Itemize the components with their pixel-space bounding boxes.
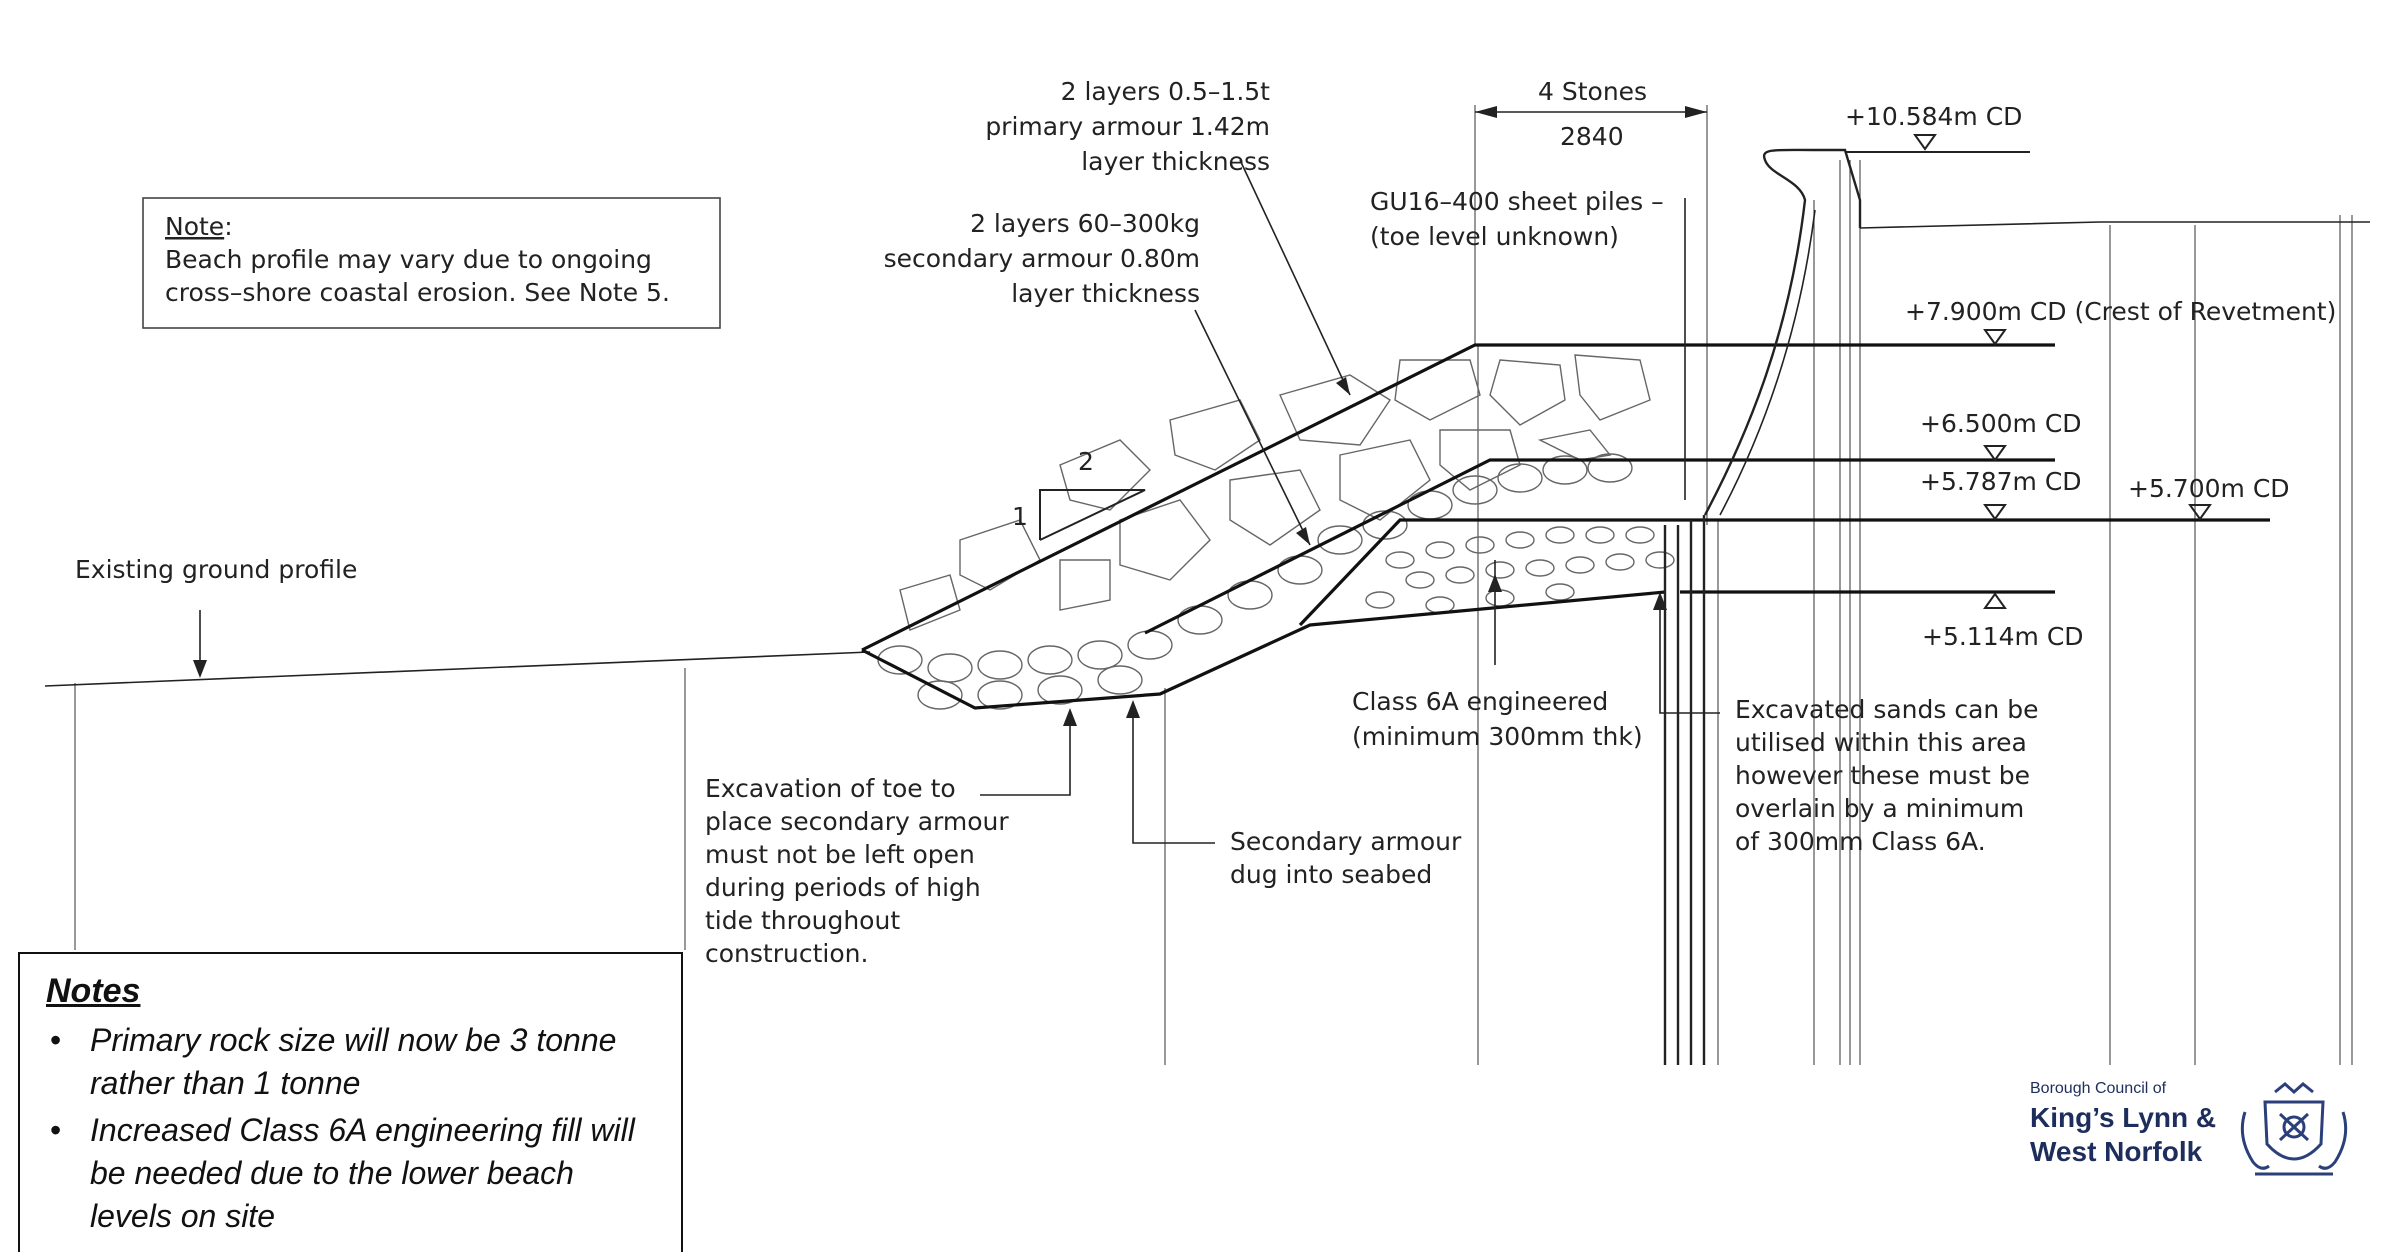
primary-armour-label-3: layer thickness xyxy=(1081,147,1270,176)
sea-wall-inner xyxy=(1719,209,1816,516)
sea-wall-parapet xyxy=(1703,148,1862,516)
secondary-armour-top xyxy=(1144,458,2055,635)
coat-of-arms-icon xyxy=(2240,1082,2348,1176)
toe-note-line: place secondary armour xyxy=(705,807,1009,836)
beach-profile-note: Note: Beach profile may vary due to ongo… xyxy=(142,197,721,329)
level-label-5114: +5.114m CD xyxy=(1922,622,2084,651)
stones-width-label: 2840 xyxy=(1560,122,1624,151)
notes-panel: Notes Primary rock size will now be 3 to… xyxy=(18,952,683,1252)
slope-indicator: 2 1 xyxy=(1012,447,1146,541)
toe-excavation-note: Excavation of toe to place secondary arm… xyxy=(705,774,1009,968)
level-label-5700: +5.700m CD xyxy=(2128,474,2290,503)
sands-note-line: Excavated sands can be xyxy=(1735,695,2038,724)
notes-item: Primary rock size will now be 3 tonne ra… xyxy=(46,1019,659,1105)
toe-note-line: tide throughout xyxy=(705,906,900,935)
class6a-label-1: Class 6A engineered xyxy=(1352,687,1608,716)
toe-note-line: must not be left open xyxy=(705,840,975,869)
level-markers xyxy=(1913,134,2212,609)
slope-run-label: 2 xyxy=(1078,447,1094,476)
sands-note-line: utilised within this area xyxy=(1735,728,2027,757)
beach-note-title: Note xyxy=(165,212,224,241)
beach-note-line-2: cross–shore coastal erosion. See Note 5. xyxy=(165,278,670,307)
existing-ground-line xyxy=(44,651,871,687)
notes-list: Primary rock size will now be 3 tonne ra… xyxy=(46,1019,659,1238)
logo-line-1: King’s Lynn & xyxy=(2030,1102,2217,1133)
notes-item: Increased Class 6A engineering fill will… xyxy=(46,1109,659,1238)
class6a-label-2: (minimum 300mm thk) xyxy=(1352,722,1643,751)
beach-note-line-1: Beach profile may vary due to ongoing xyxy=(165,245,652,274)
secondary-armour-label-1: 2 layers 60–300kg xyxy=(970,209,1200,238)
beach-note-title-suffix: : xyxy=(224,212,232,241)
leader-lines xyxy=(199,159,1720,844)
sheet-piles-label-1: GU16–400 sheet piles – xyxy=(1370,187,1664,216)
notes-title: Notes xyxy=(46,972,141,1010)
sands-note-line: however these must be xyxy=(1735,761,2030,790)
excavated-sands-note: Excavated sands can be utilised within t… xyxy=(1735,695,2038,856)
sheet-piles xyxy=(1663,515,1706,1065)
dug-note-line: Secondary armour xyxy=(1230,827,1462,856)
secondary-armour-label-3: layer thickness xyxy=(1011,279,1200,308)
svg-text:Note:: Note: xyxy=(165,212,233,241)
slope-rise-label: 1 xyxy=(1012,502,1028,531)
toe-note-line: during periods of high xyxy=(705,873,981,902)
toe-note-line: construction. xyxy=(705,939,868,968)
stones-dimension: 4 Stones 2840 xyxy=(1475,77,1707,151)
primary-armour-outline xyxy=(861,343,2055,652)
council-logo: Borough Council of King’s Lynn & West No… xyxy=(2030,1080,2360,1180)
logo-line-2: West Norfolk xyxy=(2030,1136,2203,1167)
primary-armour-label-2: primary armour 1.42m xyxy=(985,112,1270,141)
existing-ground-label: Existing ground profile xyxy=(75,555,357,584)
primary-armour-label-1: 2 layers 0.5–1.5t xyxy=(1061,77,1271,106)
sands-note-line: of 300mm Class 6A. xyxy=(1735,827,1986,856)
class-6a-top xyxy=(1298,518,1680,627)
leader-arrowheads xyxy=(193,377,1667,726)
level-label-7900: +7.900m CD (Crest of Revetment) xyxy=(1905,297,2336,326)
secondary-dug-note: Secondary armour dug into seabed xyxy=(1230,827,1462,889)
level-label-10584: +10.584m CD xyxy=(1845,102,2022,131)
class-6a-fill-texture xyxy=(1365,526,1675,614)
toe-note-line: Excavation of toe to xyxy=(705,774,956,803)
secondary-armour-rocks xyxy=(877,453,1633,710)
toe-trench xyxy=(861,590,1666,710)
primary-armour-rocks xyxy=(899,354,1651,631)
existing-ground-upper xyxy=(1859,221,2370,229)
sheet-piles-label-2: (toe level unknown) xyxy=(1370,222,1619,251)
secondary-armour-label-2: secondary armour 0.80m xyxy=(884,244,1200,273)
sands-note-line: overlain by a minimum xyxy=(1735,794,2024,823)
dug-note-line: dug into seabed xyxy=(1230,860,1432,889)
stones-count-label: 4 Stones xyxy=(1538,77,1647,106)
level-label-6500: +6.500m CD xyxy=(1920,409,2082,438)
logo-small-text: Borough Council of xyxy=(2030,1080,2167,1097)
level-label-5787: +5.787m CD xyxy=(1920,467,2082,496)
